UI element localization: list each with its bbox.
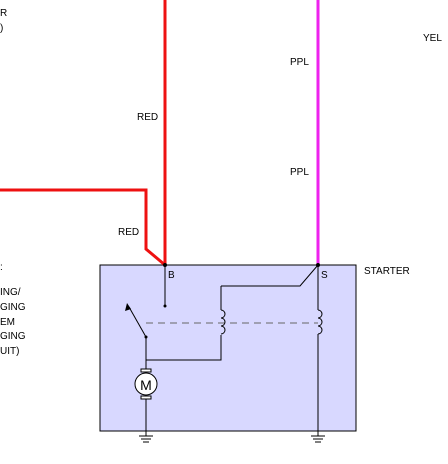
ground-symbol-right bbox=[311, 431, 325, 443]
motor-brush-bottom bbox=[140, 395, 152, 400]
cropped-text-mid-2: ING/ bbox=[0, 287, 21, 298]
switch-arrow bbox=[125, 303, 131, 311]
coil-feed-wire bbox=[146, 335, 222, 361]
wire-label-yel: YEL bbox=[423, 33, 442, 44]
cropped-text-top-1: R bbox=[0, 8, 7, 19]
ground-symbol-left bbox=[139, 431, 153, 443]
motor-label: M bbox=[140, 377, 152, 393]
wire-label-red-lower: RED bbox=[118, 227, 139, 238]
switch-top-contact bbox=[163, 304, 167, 308]
motor-symbol bbox=[134, 372, 158, 396]
starter-box bbox=[99, 264, 357, 432]
terminal-b-label: B bbox=[168, 270, 175, 281]
wire-label-ppl-upper: PPL bbox=[290, 57, 309, 68]
cropped-text-top-2: ) bbox=[0, 23, 3, 34]
red-wire-branch bbox=[0, 188, 166, 267]
cropped-text-mid-4: EM bbox=[0, 317, 15, 328]
wire-label-red-upper: RED bbox=[137, 112, 158, 123]
terminal-s-label: S bbox=[321, 270, 328, 281]
wire-label-ppl-lower: PPL bbox=[290, 167, 309, 178]
s-to-coil-wire bbox=[221, 264, 319, 287]
cropped-text-mid-5: GING bbox=[0, 331, 26, 342]
switch-blade bbox=[128, 306, 147, 338]
cropped-text-mid-6: UIT) bbox=[0, 346, 19, 357]
pull-in-coil bbox=[220, 309, 226, 335]
cropped-text-mid-1: : bbox=[0, 262, 3, 273]
cropped-text-mid-3: GING bbox=[0, 302, 26, 313]
starter-label: STARTER bbox=[364, 266, 410, 277]
hold-in-coil bbox=[317, 309, 323, 335]
motor-brush-top bbox=[140, 368, 152, 373]
